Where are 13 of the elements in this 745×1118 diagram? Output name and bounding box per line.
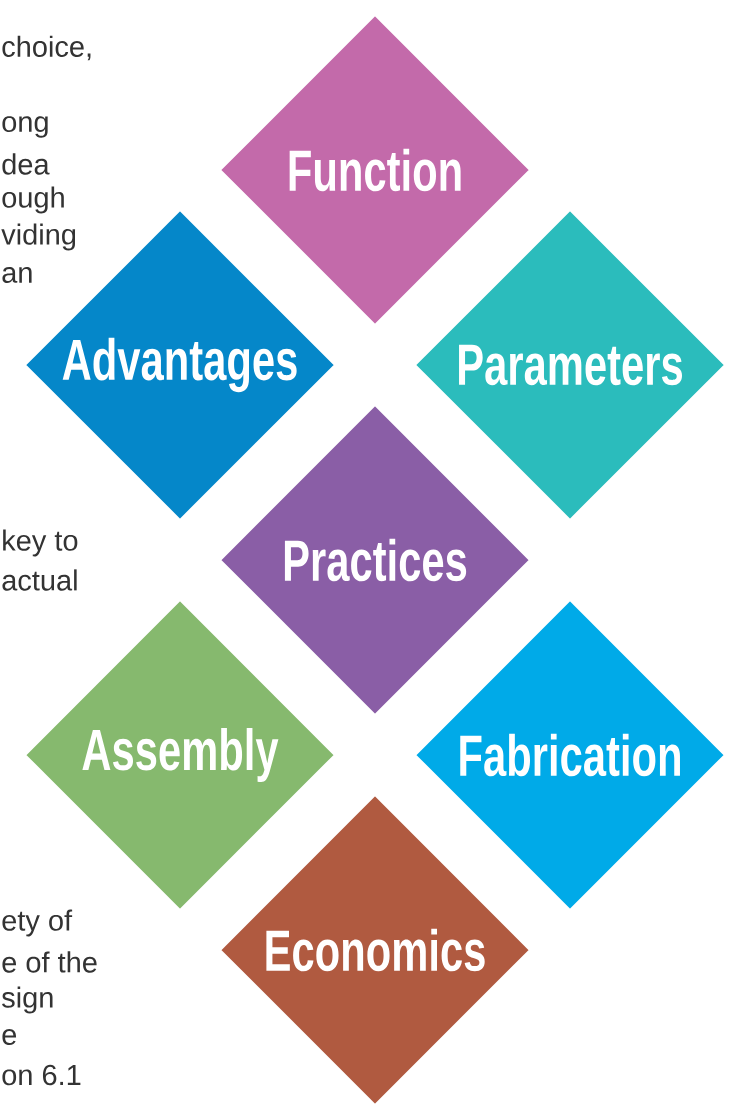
body-text: e of the <box>2 951 97 973</box>
body-text: sign <box>2 986 53 1014</box>
body-text: ough <box>2 186 64 214</box>
body-text: e <box>2 1029 17 1045</box>
body-text: dea <box>2 153 50 175</box>
body-text: ety of <box>2 909 73 937</box>
body-text: actual <box>2 569 77 591</box>
body-text: on 6.1 <box>2 1064 81 1086</box>
body-text: ong <box>2 116 48 138</box>
body-text: key to <box>3 529 78 557</box>
body-text: viding <box>1 223 76 251</box>
body-text: choice, <box>2 35 91 61</box>
body-text: an <box>2 267 32 283</box>
